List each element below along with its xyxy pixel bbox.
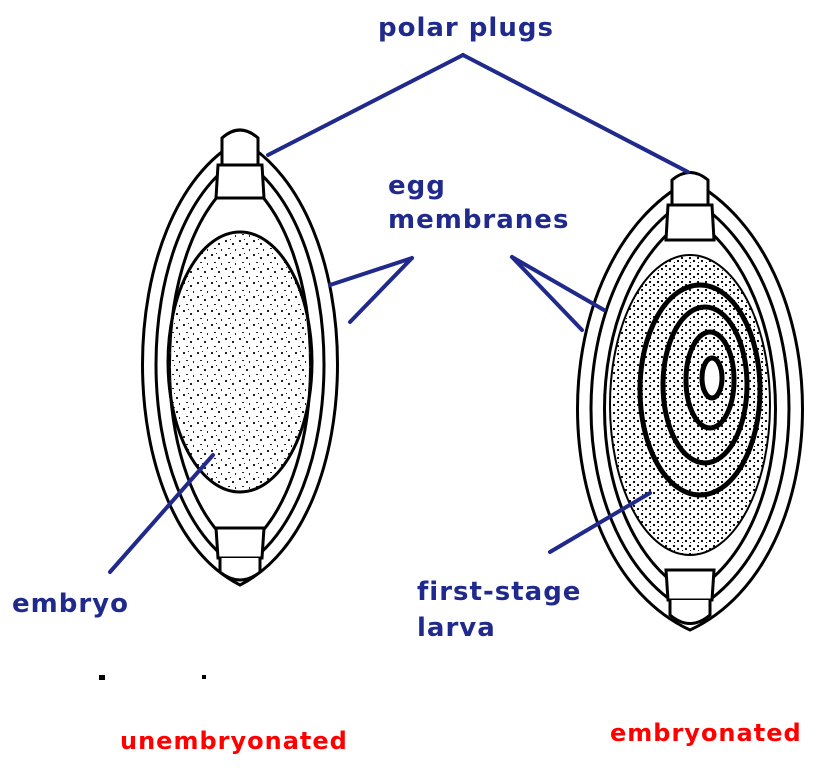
polar-plugs-label: polar plugs [378, 14, 554, 43]
membranes-label: membranes [388, 206, 569, 235]
unembryonated-caption: unembryonated [120, 728, 348, 754]
polar-plugs-leader-right [463, 55, 688, 172]
egg-label: egg [388, 172, 446, 201]
polar-plugs-leader-left [268, 55, 463, 155]
embryo-leader [110, 455, 213, 572]
stray-marks [99, 675, 206, 680]
unembryonated-egg [143, 130, 338, 585]
right-top-polar-plug [666, 173, 714, 241]
first-stage-label: first-stage [417, 578, 581, 607]
embryonated-egg [578, 173, 803, 631]
egg-membranes-leader-right-1 [512, 257, 604, 310]
left-top-polar-plug [216, 130, 264, 198]
embryonated-caption: embryonated [610, 720, 802, 746]
right-bottom-polar-plug [666, 570, 714, 624]
left-bottom-polar-plug [216, 528, 264, 580]
larva-label: larva [417, 614, 496, 643]
first-stage-larva-leader [550, 493, 650, 552]
embryo-label: embryo [12, 590, 129, 619]
left-embryo-mass [168, 232, 312, 492]
